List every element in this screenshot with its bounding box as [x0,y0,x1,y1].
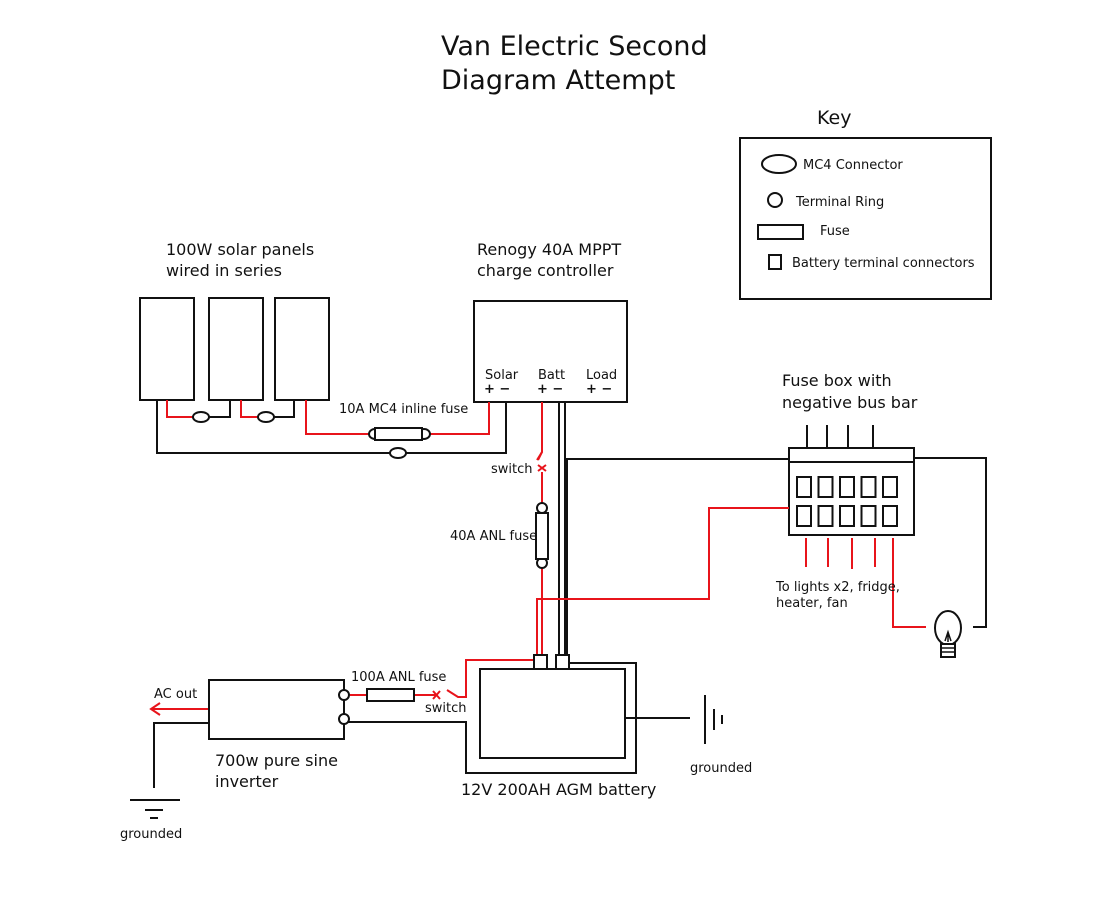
wire-fusebox-positive [536,507,789,655]
light-bulb-base-icon [940,643,956,658]
switch-blade-40a [536,451,543,461]
battery-inner [479,668,626,759]
wire-solar-positive-2 [428,402,490,435]
battery-switch-label: switch [491,462,533,477]
key-label-battery-terminal: Battery terminal connectors [792,256,975,271]
anl-fuse-100-label: 100A ANL fuse [351,670,447,685]
port-polarity-batt: + − [537,382,564,397]
anl-fuse-40a [535,512,549,560]
solar-panel-1 [139,297,195,401]
key-terminal-ring-icon [767,192,783,208]
battery-terminal-negative [555,654,570,670]
battery-label: 12V 200AH AGM battery [461,780,657,799]
ac-out-label: AC out [154,687,198,702]
fuse-slot [882,476,898,498]
inverter-terminal-pos [338,689,350,701]
inline-fuse-10a [374,427,423,441]
anl-fuse-40-ring-top [536,502,548,514]
inverter-terminal-neg [338,713,350,725]
ground-symbol-inverter-icon [130,799,180,819]
ground-battery-label: grounded [690,761,753,776]
ac-out-arrow-icon [149,702,161,716]
wire-inverter-positive [446,659,533,698]
mc4-connector-1 [192,411,210,423]
key-fuse-icon [757,224,804,240]
key-label-terminal-ring: Terminal Ring [796,195,885,210]
fuse-slot [839,476,855,498]
solar-panels-label-line2: wired in series [166,261,282,280]
solar-panel-3 [274,297,330,401]
diagram-title-line2: Diagram Attempt [441,65,676,96]
fuse-slot [860,505,877,527]
battery-terminal-positive [533,654,548,670]
port-label-load: Load [586,368,618,383]
fuse-slot [817,476,834,498]
solar-panels-label-line1: 100W solar panels [166,240,315,259]
inverter-label-line2: inverter [215,772,279,791]
switch-x-mark-icon [537,464,547,472]
wire-solar-negative-2 [406,402,507,454]
wire-bus-bar-negative [566,458,789,655]
mc4-connector-2 [257,411,275,423]
loads-label-line2: heater, fan [776,596,848,611]
fuse-box-label-line1: Fuse box with [782,371,892,390]
mc4-connector-3 [389,447,407,459]
key-box [739,137,992,300]
port-label-batt: Batt [538,368,566,383]
wire-panel1-pos [166,400,193,418]
fuse-slot [860,476,877,498]
port-label-solar: Solar [485,368,519,383]
loads-label-line1: To lights x2, fridge, [776,580,900,595]
wire-solar-negative [156,400,390,454]
key-label-fuse: Fuse [820,224,850,239]
wire-inverter-ground [153,722,209,788]
anl-fuse-40-label: 40A ANL fuse [450,529,538,544]
inverter-box [208,679,345,740]
diagram-title-line1: Van Electric Second [441,31,708,62]
wire-panel3-neg [273,400,295,418]
key-heading: Key [817,107,852,129]
inverter-label-line1: 700w pure sine [215,751,338,770]
wire-batt-positive [537,402,543,461]
ground-inverter-label: grounded [120,827,183,842]
fuse-box-label-line2: negative bus bar [782,393,918,412]
wire-panel2-neg [208,400,231,418]
charge-controller-box [473,300,628,403]
controller-label-line2: charge controller [477,261,614,280]
inline-fuse-label: 10A MC4 inline fuse [339,402,469,417]
wire-light-negative [914,457,987,628]
inverter-switch-label: switch [425,701,467,716]
fuse-slot [796,505,812,527]
fuse-box [788,447,915,536]
key-label-mc4: MC4 Connector [803,158,903,173]
controller-label-line1: Renogy 40A MPPT [477,240,622,259]
fuse-slot [839,505,855,527]
load-wire-light [892,538,926,628]
ground-symbol-battery-icon [704,695,723,744]
anl-fuse-100a [366,688,415,702]
fuse-slot [796,476,812,498]
fuse-slot [882,505,898,527]
key-battery-terminal-icon [768,254,782,270]
wire-battery-negative-loop [348,662,637,774]
wire-panel2-pos [240,400,258,418]
fuse-slot [817,505,834,527]
port-polarity-solar: + − [484,382,511,397]
solar-panel-2 [208,297,264,401]
wire-solar-positive [305,400,370,435]
port-polarity-load: + − [586,382,613,397]
key-mc4-connector-icon [761,154,797,174]
switch2-x-mark-icon [432,690,441,700]
